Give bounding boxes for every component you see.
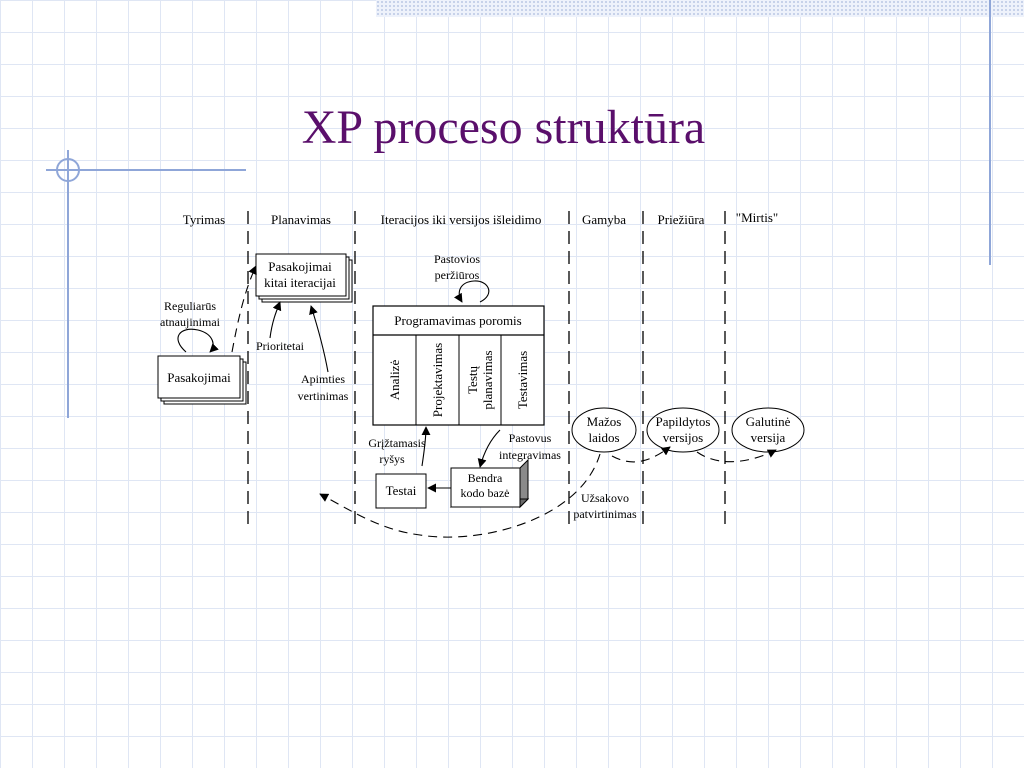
mazos-label-1: Mažos [587,414,622,429]
programavimas-label: Programavimas poromis [394,313,521,328]
prioritetai-label: Prioritetai [256,339,305,353]
phase-gamyba: Gamyba [582,212,626,227]
slide-decoration [46,0,991,418]
papildytos-to-galutine-arrow [696,449,777,463]
pasakojimai-node: Pasakojimai [157,355,247,405]
mazos-label-2: laidos [588,430,619,445]
testai-label: Testai [386,483,417,498]
grizta-label-2: ryšys [379,452,405,466]
pastovus-label-1: Pastovus [509,431,552,445]
phase-iteracijos: Iteracijos iki versijos išleidimo [381,212,542,227]
release-feedback-arrow [319,453,601,538]
pastovios-loop-arrow [453,280,490,303]
papildytos-label-1: Papildytos [656,414,711,429]
phase-mirtis: "Mirtis" [736,210,778,225]
uzsakovo-label-2: patvirtinimas [573,507,637,521]
slide-title: XP proceso struktūra [301,101,706,154]
pasakojimai-iteracijai-line1: Pasakojimai [268,259,332,274]
analize-label: Analizė [387,360,402,401]
pasakojimai-iteracijai-node: Pasakojimai kitai iteracijai [255,253,353,303]
bendra-label-1: Bendra [468,471,503,485]
pastovios-label-1: Pastovios [434,252,480,266]
projektavimas-label: Projektavimas [430,343,445,417]
pastovios-label-2: peržiūros [435,268,480,282]
pastovus-label-2: integravimas [499,448,561,462]
reguliarus-label-1: Reguliarūs [164,299,216,313]
programavimas-poromis-box: Programavimas poromis Analizė Projektavi… [372,305,545,426]
reguliarus-label-2: atnaujinimai [160,315,221,329]
apimties-label-1: Apimties [301,372,345,386]
testu-label-1: Testų [465,366,480,394]
phase-tyrimas: Tyrimas [183,212,225,227]
pasakojimai-label: Pasakojimai [167,370,231,385]
pasakojimai-iteracijai-line2: kitai iteracijai [264,275,336,290]
phase-planavimas: Planavimas [271,212,331,227]
papildytos-label-2: versijos [663,430,703,445]
grizta-arrow [421,426,431,467]
phase-prieziura: Priežiūra [658,212,705,227]
galutine-label-1: Galutinė [746,414,791,429]
top-decorative-band [376,0,1024,17]
testai-node: Testai [375,473,427,509]
pasakojimai-to-iteracija-arrow [231,265,257,353]
pastovus-arrow [477,429,501,468]
reguliarus-loop-arrow [177,328,219,353]
mazos-laidos-node: Mažos laidos [571,407,637,453]
mazos-to-papildytos-arrow [611,446,671,463]
prioritetai-arrow [269,301,282,339]
papildytos-versijos-node: Papildytos versijos [646,407,720,453]
testu-label-2: planavimas [480,350,495,409]
grizta-label-1: Grįžtamasis [368,436,426,450]
bendra-kodo-baze-node: Bendra kodo bazė [449,458,530,509]
galutine-label-2: versija [751,430,786,445]
testavimas-label: Testavimas [515,351,530,409]
bendra-label-2: kodo bazė [461,486,510,500]
uzsakovo-label-1: Užsakovo [581,491,629,505]
apimties-label-2: vertinimas [298,389,349,403]
apimties-arrow [309,305,329,373]
galutine-versija-node: Galutinė versija [731,407,805,453]
